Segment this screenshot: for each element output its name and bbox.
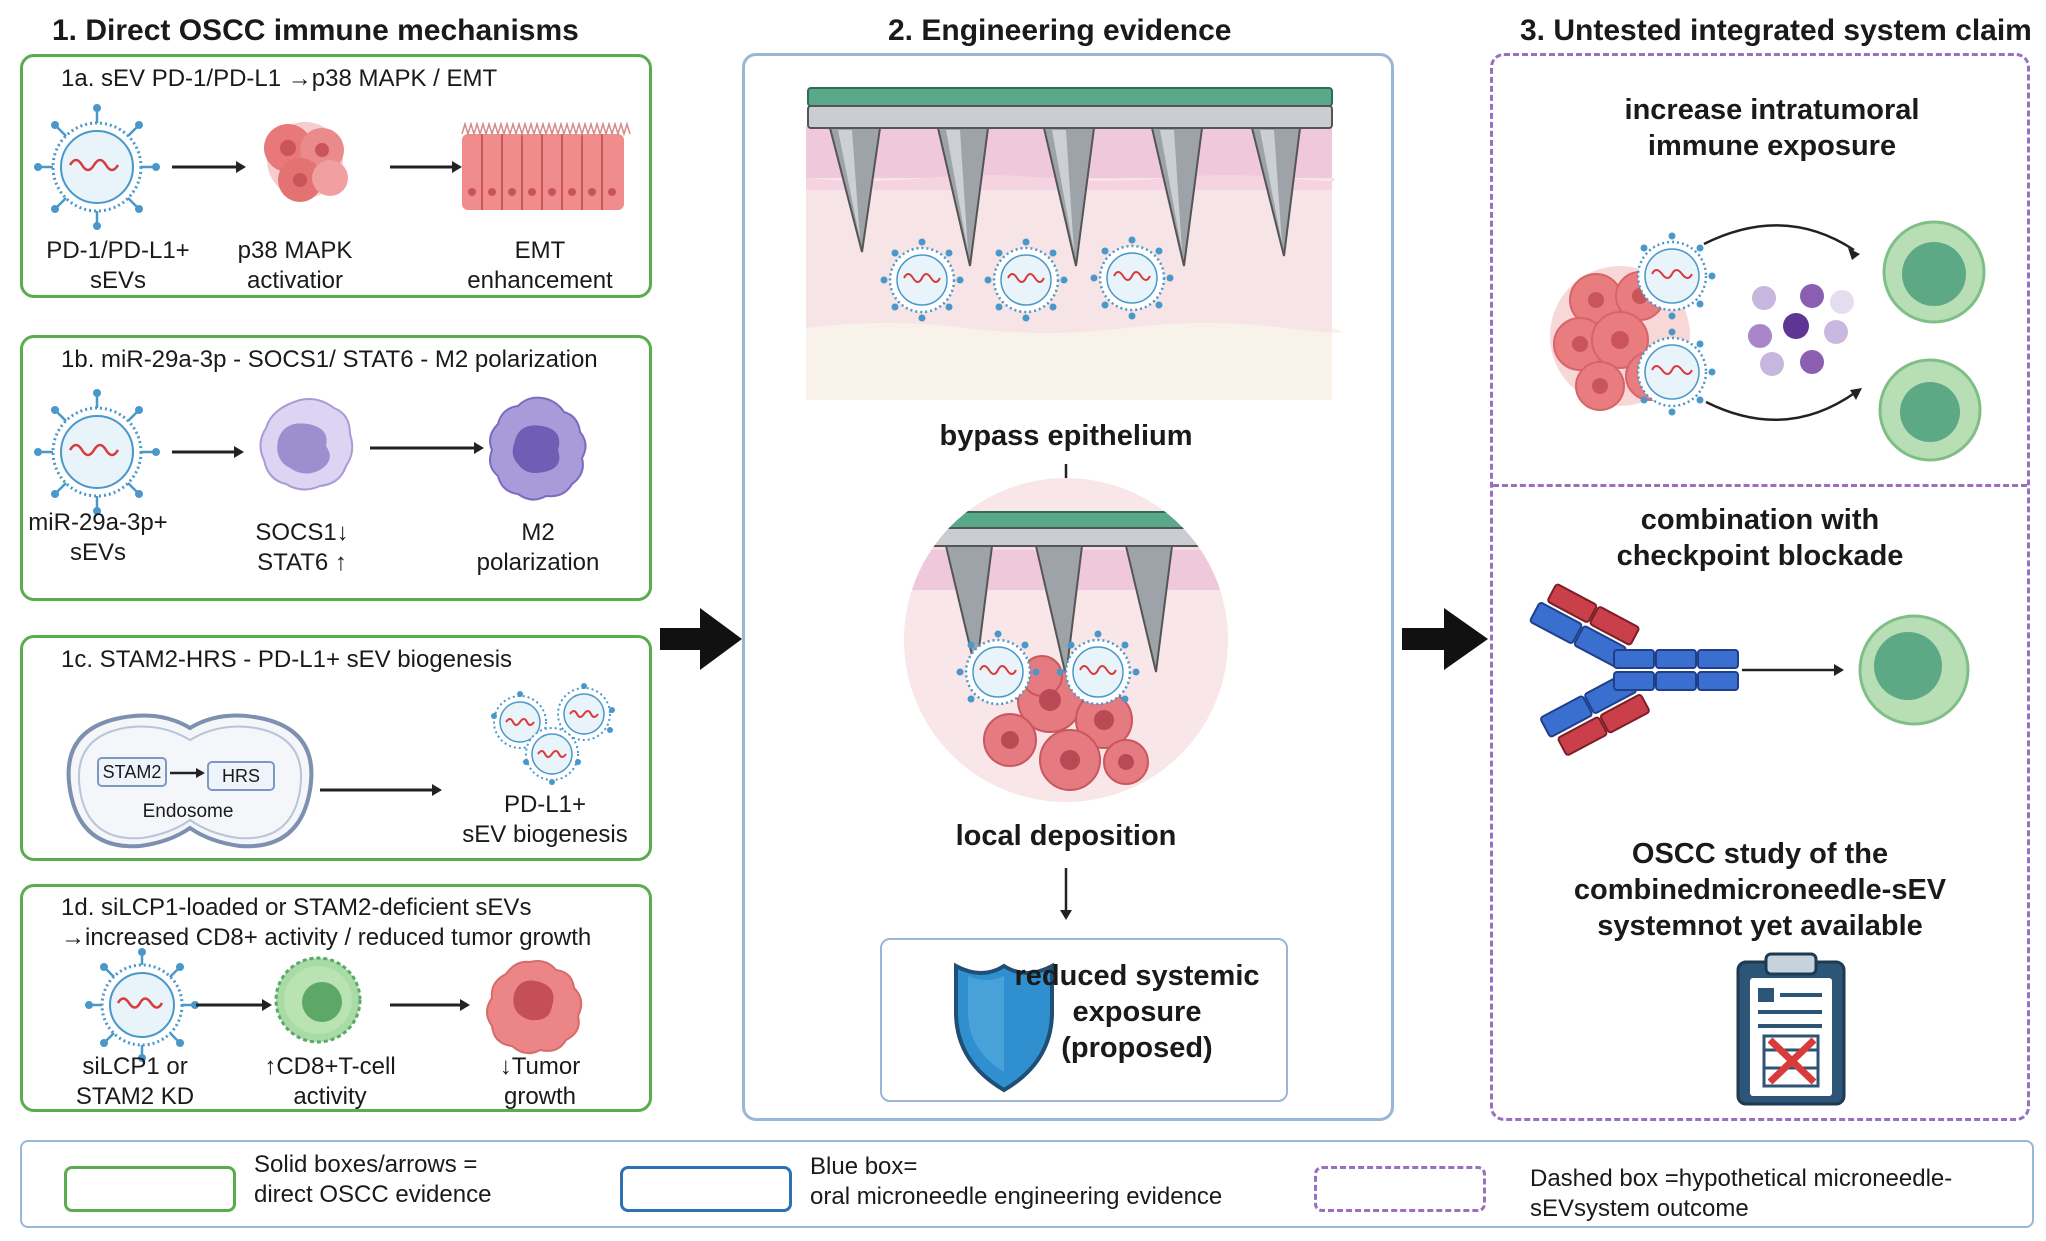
sev-vesicle-icon (34, 104, 160, 230)
engineering-panel (742, 53, 1394, 1121)
epithelium-cells-icon (461, 121, 631, 210)
t-cell-icon-lower (1878, 358, 1982, 462)
t-cell-icon-claim-2 (1858, 614, 1970, 726)
arrow-claim-2 (1742, 664, 1844, 676)
macrophage-icon (489, 396, 587, 501)
legend-dashed-text: Dashed box =hypothetical microneedle-sEV… (1530, 1165, 1953, 1222)
sev-icon-claim-1a (1636, 232, 1716, 320)
legend-green-text: Solid boxes/arrows =direct OSCC evidence (254, 1151, 492, 1208)
arrow-1b-2 (370, 442, 484, 454)
arrow-1d-2 (390, 999, 470, 1011)
legend-blue-text: Blue box=oral microneedle engineering ev… (810, 1153, 1223, 1210)
bypass-epithelium-label: bypass epithelium (939, 420, 1193, 452)
stam2-label: STAM2 (102, 762, 162, 782)
curve-arrow-down (1705, 390, 1857, 422)
sev-vesicle-icon (34, 389, 160, 515)
column-title-3: 3. Untested integrated system claim (1520, 14, 2032, 47)
sev-in-tumor-2 (1056, 630, 1140, 706)
legend-dashed-swatch (1314, 1166, 1486, 1212)
arrow-1a-1 (172, 161, 246, 173)
legend-green-swatch (64, 1166, 236, 1212)
claims-divider (1493, 484, 2027, 487)
legend-blue-swatch (620, 1166, 792, 1212)
sev-in-tissue-3 (1090, 236, 1174, 320)
sev-cluster-icon (491, 683, 615, 785)
tumor-cluster-icon (264, 122, 348, 202)
arrow-1b-1 (172, 446, 244, 458)
panel-1d-title: 1d. siLCP1-loaded or STAM2-deficient sEV… (61, 894, 592, 951)
arrow-1a-2 (390, 161, 462, 173)
curve-arrow-up (1703, 224, 1855, 252)
label-1c-pdl1: PD-L1+sEV biogenesis (462, 791, 628, 848)
column-title-2: 2. Engineering evidence (888, 14, 1232, 47)
cytokine-dots-icon (1748, 284, 1854, 376)
claims-panel (1490, 53, 2030, 1121)
label-1b-sevs: miR-29a-3p+sEVs (28, 509, 168, 566)
label-1b-socs1: SOCS1↓STAT6 ↑ (255, 519, 349, 576)
column-title-1: 1. Direct OSCC immune mechanisms (52, 14, 579, 47)
panel-1b-title: 1b. miR-29a-3p - SOCS1/ STAT6 - M2 polar… (61, 346, 598, 373)
arrow-1c (320, 784, 442, 796)
t-cell-icon (274, 956, 362, 1044)
endosome-icon (66, 713, 314, 849)
panel-1a-title: 1a. sEV PD-1/PD-L1 →p38 MAPK / EMT (61, 65, 498, 92)
stam2-box (97, 757, 167, 787)
t-cell-icon-upper (1882, 220, 1986, 324)
reduced-exposure-box (880, 938, 1288, 1102)
label-1a-sevs: PD-1/PD-L1+sEVs (46, 237, 190, 294)
sev-in-tissue-2 (984, 238, 1068, 322)
big-arrow-right-1 (660, 608, 742, 670)
sev-icon-claim-1b (1636, 328, 1716, 416)
sev-vesicle-icon (85, 948, 199, 1062)
hrs-label: HRS (221, 766, 260, 786)
local-deposition-label: local deposition (955, 820, 1177, 852)
legend-box (20, 1140, 2034, 1228)
hrs-box (207, 761, 275, 791)
arrow-down-2 (1060, 868, 1072, 920)
panel-1c-title: 1c. STAM2-HRS - PD-L1+ sEV biogenesis (61, 646, 513, 673)
endosome-label: Endosome (142, 801, 234, 822)
arrow-1d-1 (196, 999, 272, 1011)
monocyte-icon (259, 398, 354, 491)
big-arrow-right-2 (1402, 608, 1488, 670)
antibody-icon (1529, 583, 1739, 756)
sev-in-tumor-1 (956, 630, 1040, 706)
tumor-cell-icon (486, 960, 583, 1055)
sev-in-tissue-1 (880, 238, 964, 322)
